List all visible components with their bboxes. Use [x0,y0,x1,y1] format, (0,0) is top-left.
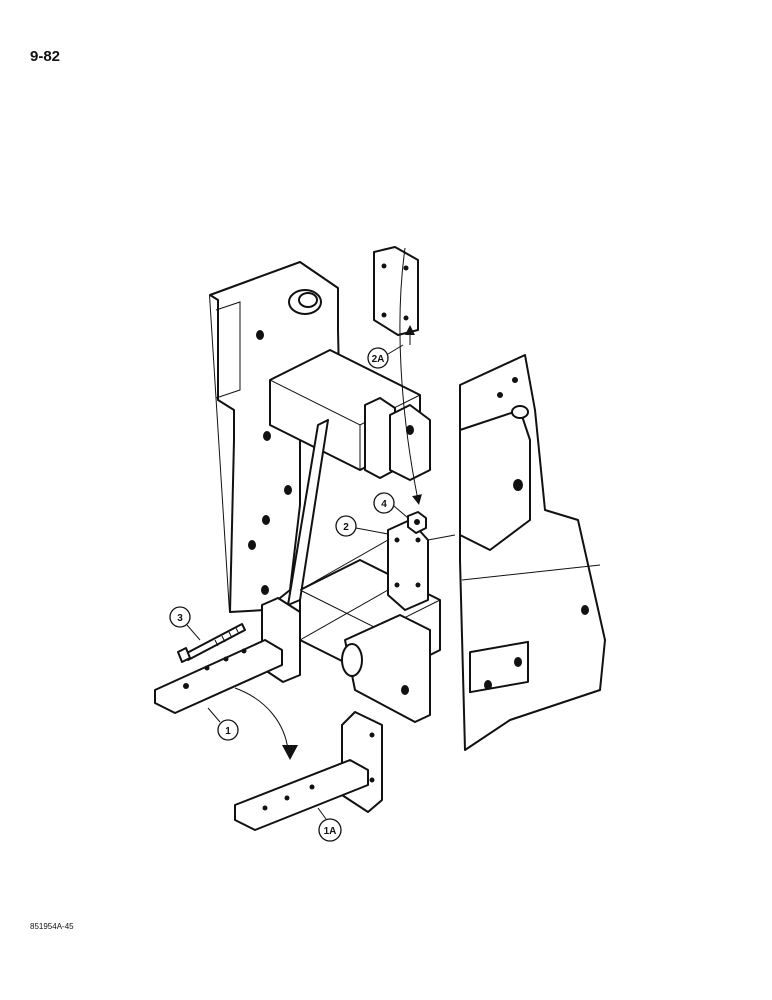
center-bracket [364,397,431,481]
bolt-3 [177,623,246,663]
spacer-plate-2 [387,519,429,611]
callout-4: 4 [373,492,409,519]
arrow-1-to-1a-head [282,745,298,760]
spacer-plate-2a [373,246,419,336]
callout-1: 1 [207,707,239,741]
right-frame-plate [459,354,606,751]
figure-code: 851954A-45 [30,922,74,931]
left-frame-plate [209,261,341,613]
callout-1a: 1A [317,807,342,842]
arrow-1-to-1a [234,687,289,751]
drawbar-1 [154,597,301,714]
drawbar-1a [234,711,383,831]
svg-text:1: 1 [225,726,231,737]
svg-text:3: 3 [177,613,183,624]
callout-2a: 2A [367,344,404,369]
page-number: 9-82 [30,48,61,65]
diagonal-strut [287,419,329,606]
lower-clevis [341,614,431,723]
alignment-lines [299,534,456,641]
svg-text:2A: 2A [372,354,385,365]
nut-4 [407,511,427,534]
svg-text:2: 2 [343,522,349,533]
svg-text:1A: 1A [324,826,337,837]
callout-3: 3 [169,606,201,641]
callout-2: 2 [335,515,389,537]
arrow-2a-to-2 [399,247,422,505]
svg-text:4: 4 [381,499,387,510]
